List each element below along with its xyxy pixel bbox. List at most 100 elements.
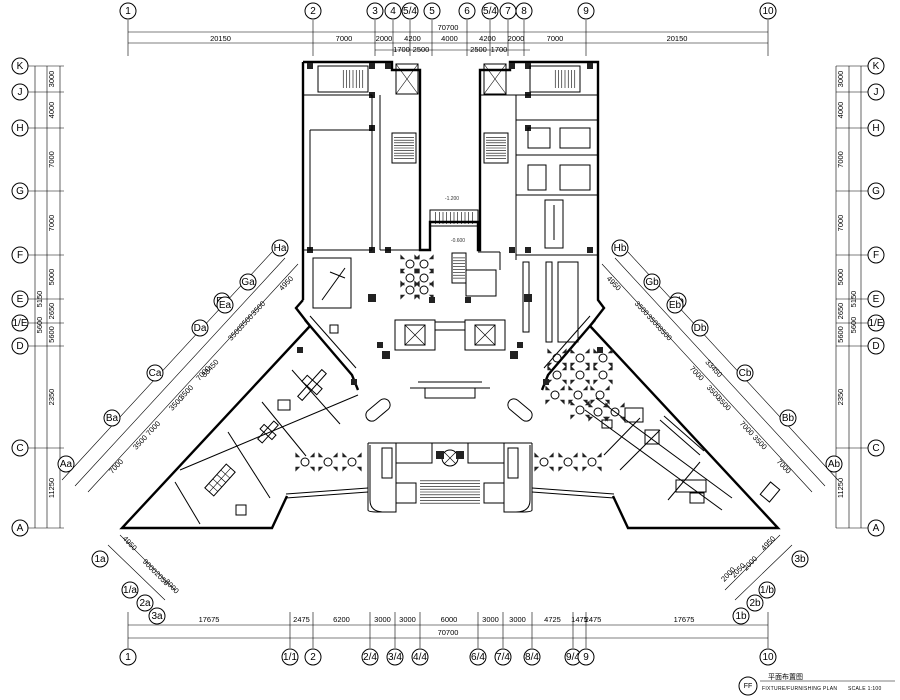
grid-label: 2/4 [363,652,377,663]
column [351,379,357,385]
side-dim-value: 7000 [47,215,56,232]
grid-label: Db [694,323,707,334]
side-dim-value: 7000 [836,151,845,168]
grid-label: 9 [583,6,589,17]
top-dim-value: 4200 [479,34,496,43]
diag-dim-value: 4950 [277,274,295,292]
grid-label: 1/a [123,585,137,596]
grid-label: 1/E [12,318,27,329]
grid-label: J [874,87,879,98]
grid-bubble-top: 4 [384,2,402,20]
right-side-dim: 5600 [849,317,858,334]
diag-dim-value: 7000 [688,364,706,382]
top-dim-value: 4000 [441,34,458,43]
grid-bubble-left: F [11,246,29,264]
table-with-chairs [295,452,315,472]
grid-label: 1/E [868,318,883,329]
grid-bubble-corner-right: 2b [746,594,764,612]
left-side-dim: 5150 [35,291,44,308]
grid-bubble-right: C [867,439,885,457]
grid-bubble-right: E [867,290,885,308]
seating-clusters [295,254,625,472]
grid-bubble-right: J [867,83,885,101]
grid-bubble-bottom: 2 [304,648,322,666]
grid-label: Aa [60,459,73,470]
grid-bubble-bottom: 2/4 [361,648,379,666]
column [543,379,549,385]
grid-bubble-diag-right: Eb [666,296,684,314]
table-with-chairs [414,280,434,300]
corner-dim-value: 2000 [741,554,759,572]
planter [456,451,464,459]
column [509,247,515,253]
grid-bubble-bottom: 7/4 [494,648,512,666]
grid-label: Hb [614,243,627,254]
bottom-dim-value: 2475 [585,615,602,624]
grid-label: 1a [94,554,106,565]
grid-label: 3a [151,611,163,622]
column [597,347,603,353]
bottom-dim-value: 17675 [674,615,695,624]
right-side-dim: 5150 [849,291,858,308]
column [377,342,383,348]
grid-bubble-corner-right: 1/b [758,581,776,599]
grid-bubble-left: C [11,439,29,457]
table-with-chairs [590,385,610,405]
grid-bubble-top: 5/4 [401,2,419,20]
grid-bubble-bottom: 3/4 [386,648,404,666]
title-sub: FIXTURE/FURNISHING PLAN [762,686,837,692]
table-with-chairs [342,452,362,472]
grid-bubble-left: A [11,519,29,537]
left-wing-furniture [204,324,339,516]
grid-bubble-right: K [867,57,885,75]
bottom-dim-value: 6000 [441,615,458,624]
grid-bubble-diag-right: Gb [643,273,661,291]
top-dim-value: 7000 [336,34,353,43]
grid-label: K [17,61,24,72]
diag-dim-value: 3500 [715,394,733,412]
left-diagonal-dims: HaGaFaEaDaCaBaAa495035003500350033450700… [57,239,299,493]
grid-label: D [16,341,23,352]
grid-bubble-corner-left: 1/a [121,581,139,599]
side-dim-value: 11250 [836,478,845,498]
column [385,63,391,69]
table-with-chairs [568,385,588,405]
grid-bubble-top: 5/4 [481,2,499,20]
grid-label: E [873,294,880,305]
top-dim2-value: 1700 [491,45,508,54]
planter [368,294,376,302]
grid-label: 2 [310,652,316,663]
grid-label: 5/4 [403,6,417,17]
grid-bubble-left: D [11,337,29,355]
diag-dim-value: 7000 [738,419,756,437]
grid-bubble-top: 7 [499,2,517,20]
grid-label: Gb [645,277,659,288]
side-dim-value: 2650 [47,303,56,320]
grid-bubble-bottom: 4/4 [411,648,429,666]
column [465,297,471,303]
grid-label: K [873,61,880,72]
level-mark-2: -0.600 [451,238,465,244]
grid-label: Eb [669,300,682,311]
grid-label: 8/4 [525,652,539,663]
side-dim-value: 4000 [836,102,845,119]
grid-bubble-bottom: 1 [119,648,137,666]
grid-bubble-bottom: 8/4 [523,648,541,666]
grid-label: A [873,523,880,534]
grid-label: 6 [464,6,470,17]
table-with-chairs [534,452,554,472]
column [587,63,593,69]
column [509,63,515,69]
grid-bubble-diag-left: Ba [103,409,121,427]
table-with-chairs [570,365,590,385]
column [525,247,531,253]
grid-bubble-diag-left: Ea [216,296,234,314]
grid-label: Bb [782,413,795,424]
grid-bubble-corner-right: 1b [732,607,750,625]
left-dimension-chain: KJHGFE1/EDCA3000400070007000500026505600… [11,57,64,537]
column [429,297,435,303]
side-dim-value: 5000 [47,269,56,286]
top-dim2-value: 2500 [470,45,487,54]
column [517,342,523,348]
